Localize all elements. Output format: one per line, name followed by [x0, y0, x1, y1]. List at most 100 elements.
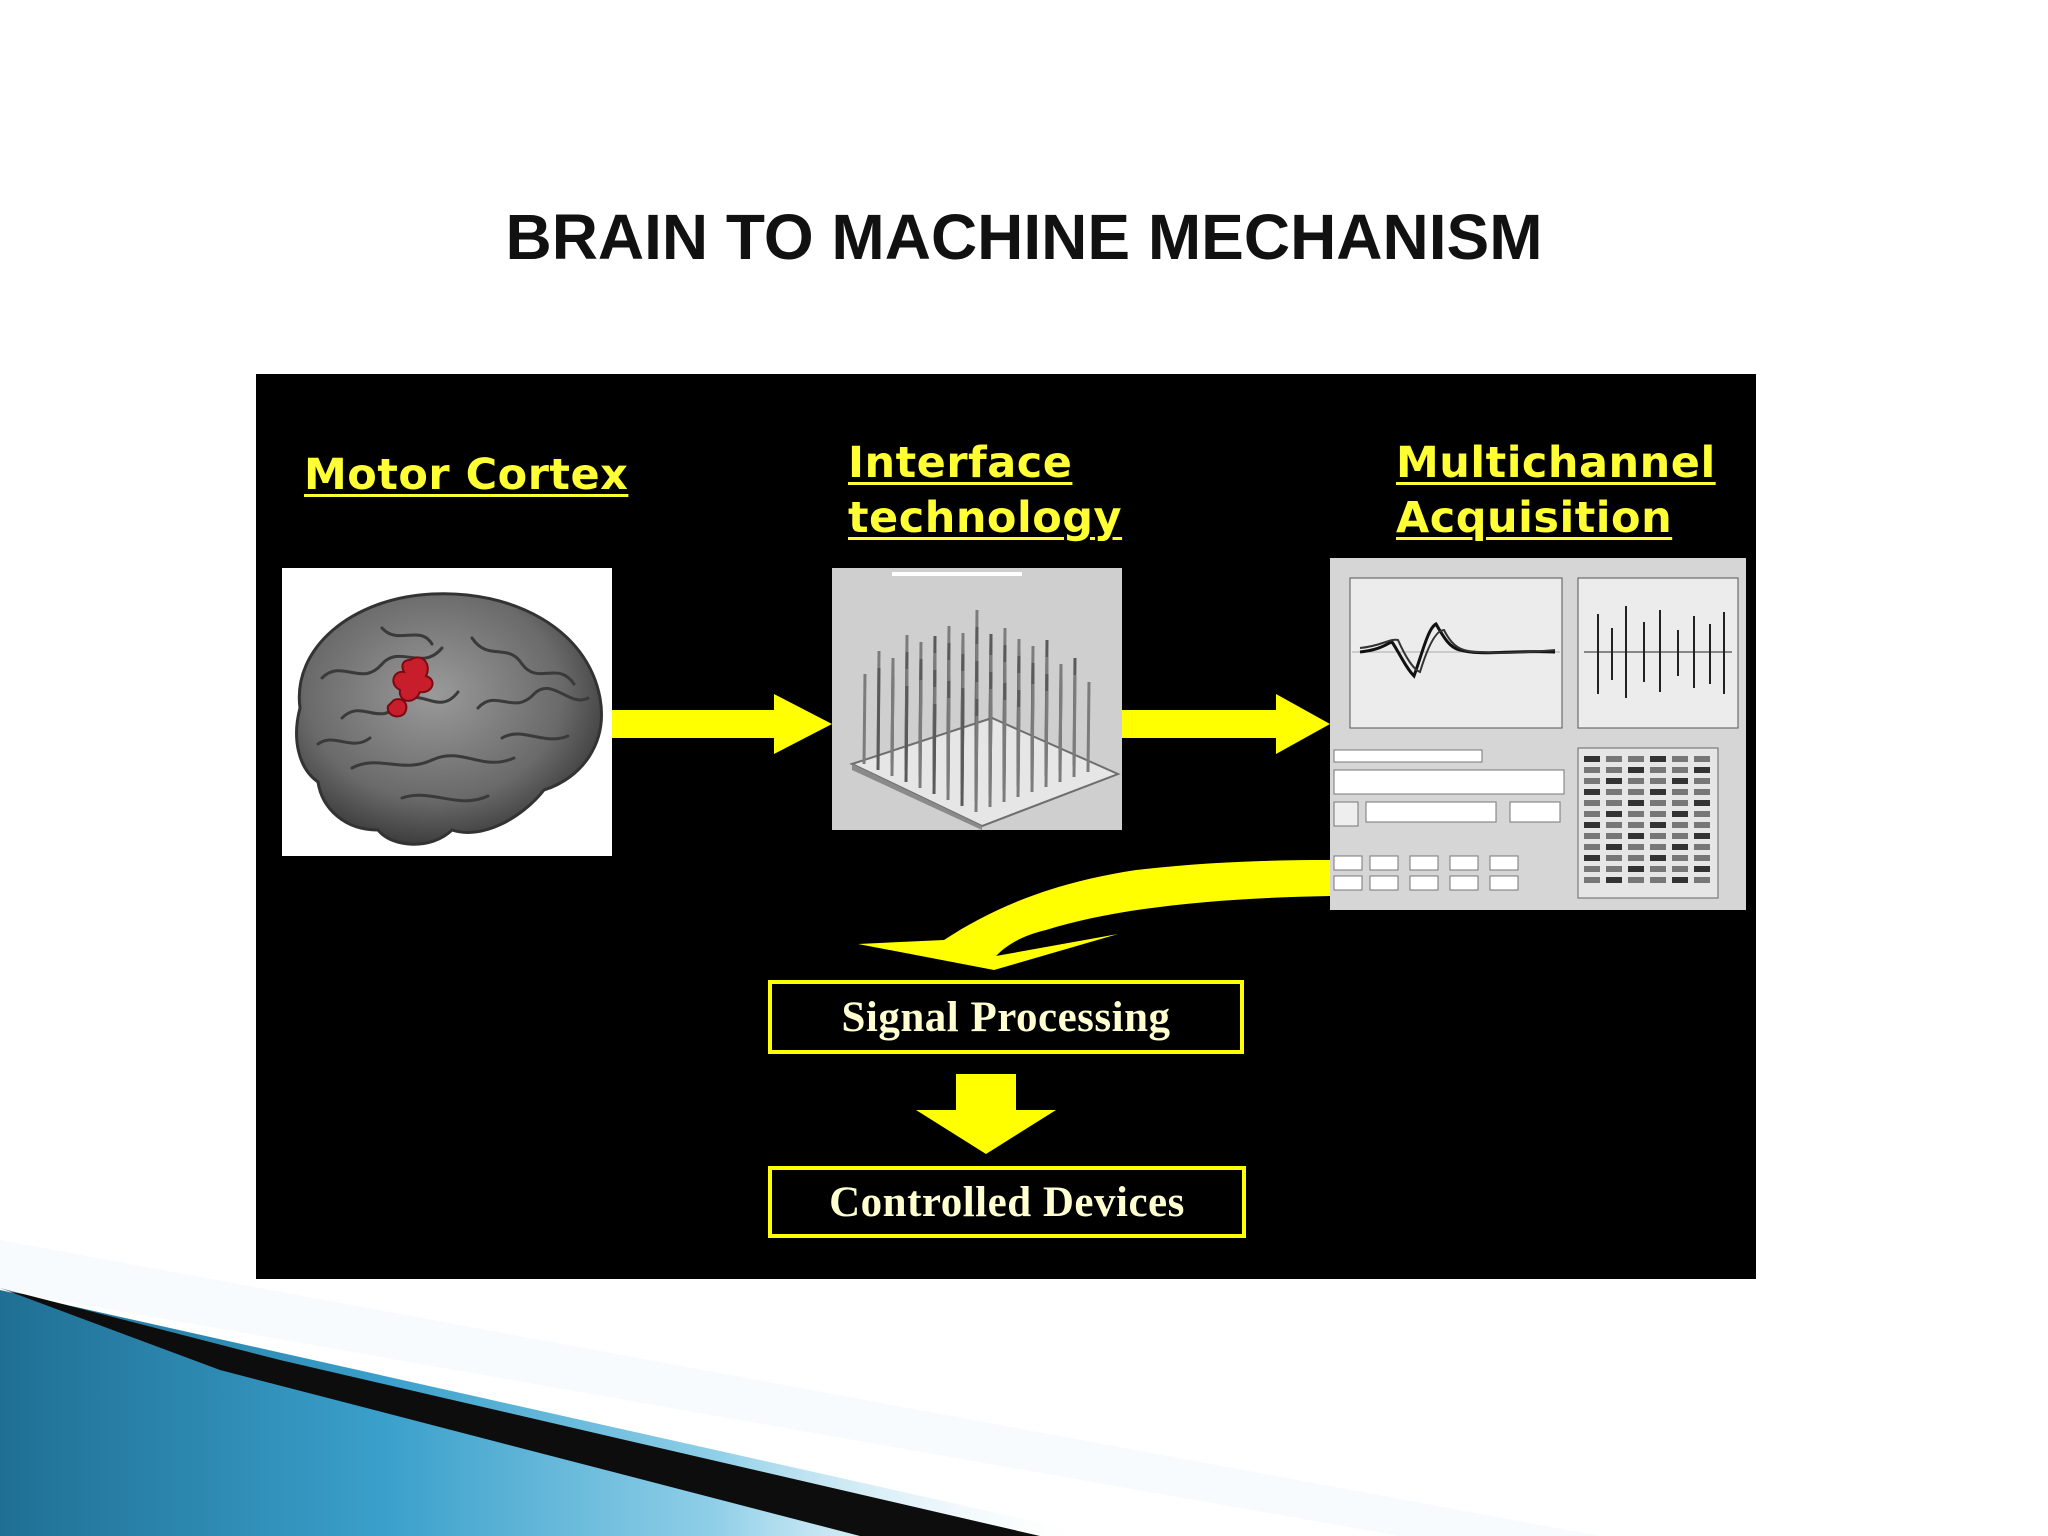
- multichannel-acquisition-line2: Acquisition: [1396, 492, 1673, 543]
- channel-cell: [1650, 800, 1666, 806]
- channel-cell: [1584, 800, 1600, 806]
- acquisition-screenshot: [1330, 558, 1746, 910]
- channel-cell: [1584, 811, 1600, 817]
- channel-cell: [1672, 811, 1688, 817]
- channel-cell: [1584, 855, 1600, 861]
- channel-cell: [1606, 789, 1622, 795]
- channel-cell: [1694, 855, 1710, 861]
- arrow-right-icon: [1122, 694, 1330, 754]
- curved-arrow-icon: [858, 860, 1330, 970]
- brain-icon: [295, 592, 603, 846]
- channel-cell: [1584, 789, 1600, 795]
- channel-cell: [1650, 778, 1666, 784]
- channel-cell: [1694, 822, 1710, 828]
- electrode-array-icon: [832, 568, 1122, 830]
- signal-processing-label: Signal Processing: [841, 993, 1171, 1041]
- channel-cell: [1694, 789, 1710, 795]
- channel-cell: [1584, 844, 1600, 850]
- channel-cell: [1694, 778, 1710, 784]
- channel-cell: [1584, 767, 1600, 773]
- channel-cell: [1584, 756, 1600, 762]
- electrode-spike: [1016, 706, 1021, 798]
- channel-cell: [1628, 833, 1644, 839]
- channel-cell: [1606, 866, 1622, 872]
- channel-cell: [1628, 800, 1644, 806]
- channel-cell: [1606, 855, 1622, 861]
- channel-cell: [1650, 767, 1666, 773]
- channel-cell: [1628, 822, 1644, 828]
- electrode-spike: [932, 703, 937, 795]
- multichannel-acquisition-line1: Multichannel: [1396, 438, 1716, 488]
- channel-cell: [1628, 855, 1644, 861]
- channel-cell: [1650, 866, 1666, 872]
- motor-cortex-label: Motor Cortex: [304, 448, 628, 503]
- channel-cell: [1694, 844, 1710, 850]
- channel-cell: [1694, 811, 1710, 817]
- channel-cell: [1606, 778, 1622, 784]
- channel-cell: [1606, 822, 1622, 828]
- channel-cell: [1672, 855, 1688, 861]
- channel-cell: [1672, 756, 1688, 762]
- signal-processing-box: Signal Processing: [768, 980, 1244, 1054]
- electrode-spike: [1044, 690, 1049, 788]
- channel-cell: [1606, 844, 1622, 850]
- channel-cell: [1584, 866, 1600, 872]
- channel-cell: [1694, 767, 1710, 773]
- controlled-devices-box: Controlled Devices: [768, 1166, 1246, 1238]
- motor-cortex-label-text: Motor Cortex: [304, 450, 629, 500]
- electrode-spike: [876, 667, 881, 771]
- electrode-spike: [1058, 667, 1063, 783]
- channel-cell: [1672, 877, 1688, 883]
- channel-cell: [1628, 811, 1644, 817]
- electrode-spike: [946, 697, 951, 801]
- interface-technology-line1: Interface: [848, 438, 1073, 488]
- channel-cell: [1694, 756, 1710, 762]
- channel-cell: [1672, 800, 1688, 806]
- channel-cell: [1628, 866, 1644, 872]
- channel-cell: [1694, 877, 1710, 883]
- channel-cell: [1694, 800, 1710, 806]
- electrode-spike: [960, 691, 965, 807]
- channel-cell: [1584, 822, 1600, 828]
- channel-cell: [1650, 756, 1666, 762]
- electrode-spike: [890, 661, 895, 777]
- channel-cell: [1584, 877, 1600, 883]
- electrode-spike: [1002, 699, 1007, 803]
- channel-cell: [1672, 767, 1688, 773]
- channel-cell: [1584, 778, 1600, 784]
- electrode-spike: [1030, 683, 1035, 793]
- channel-cell: [1672, 822, 1688, 828]
- channel-cell: [1650, 877, 1666, 883]
- electrode-array-image: [832, 568, 1122, 830]
- channel-cell: [1606, 877, 1622, 883]
- channel-cell: [1606, 756, 1622, 762]
- channel-cell: [1628, 789, 1644, 795]
- channel-cell: [1584, 833, 1600, 839]
- channel-cell: [1606, 811, 1622, 817]
- electrode-spikes: [862, 609, 1091, 813]
- channel-cell: [1650, 833, 1666, 839]
- channel-cell: [1672, 833, 1688, 839]
- electrode-spike: [974, 715, 979, 813]
- channel-cell: [1628, 877, 1644, 883]
- controlled-devices-label: Controlled Devices: [829, 1178, 1185, 1226]
- channel-cell: [1672, 866, 1688, 872]
- multichannel-acquisition-label: Multichannel Acquisition: [1396, 436, 1716, 545]
- channel-cell: [1672, 778, 1688, 784]
- channel-cell: [1694, 866, 1710, 872]
- channel-cell: [1606, 767, 1622, 773]
- arrow-right-icon: [612, 694, 832, 754]
- electrode-spike: [862, 673, 867, 765]
- channel-cell: [1628, 756, 1644, 762]
- electrode-spike: [1086, 681, 1091, 773]
- channel-cell: [1628, 767, 1644, 773]
- interface-technology-label: Interface technology: [848, 436, 1122, 545]
- acquisition-screen-icon: [1330, 558, 1746, 910]
- channel-grid: [1584, 756, 1710, 883]
- channel-cell: [1672, 844, 1688, 850]
- electrode-spike: [1072, 674, 1077, 778]
- decorative-swoosh: [0, 1240, 1600, 1536]
- channel-cell: [1650, 844, 1666, 850]
- channel-cell: [1628, 844, 1644, 850]
- brain-to-machine-diagram: Motor Cortex Interface technology Multic…: [256, 374, 1756, 1279]
